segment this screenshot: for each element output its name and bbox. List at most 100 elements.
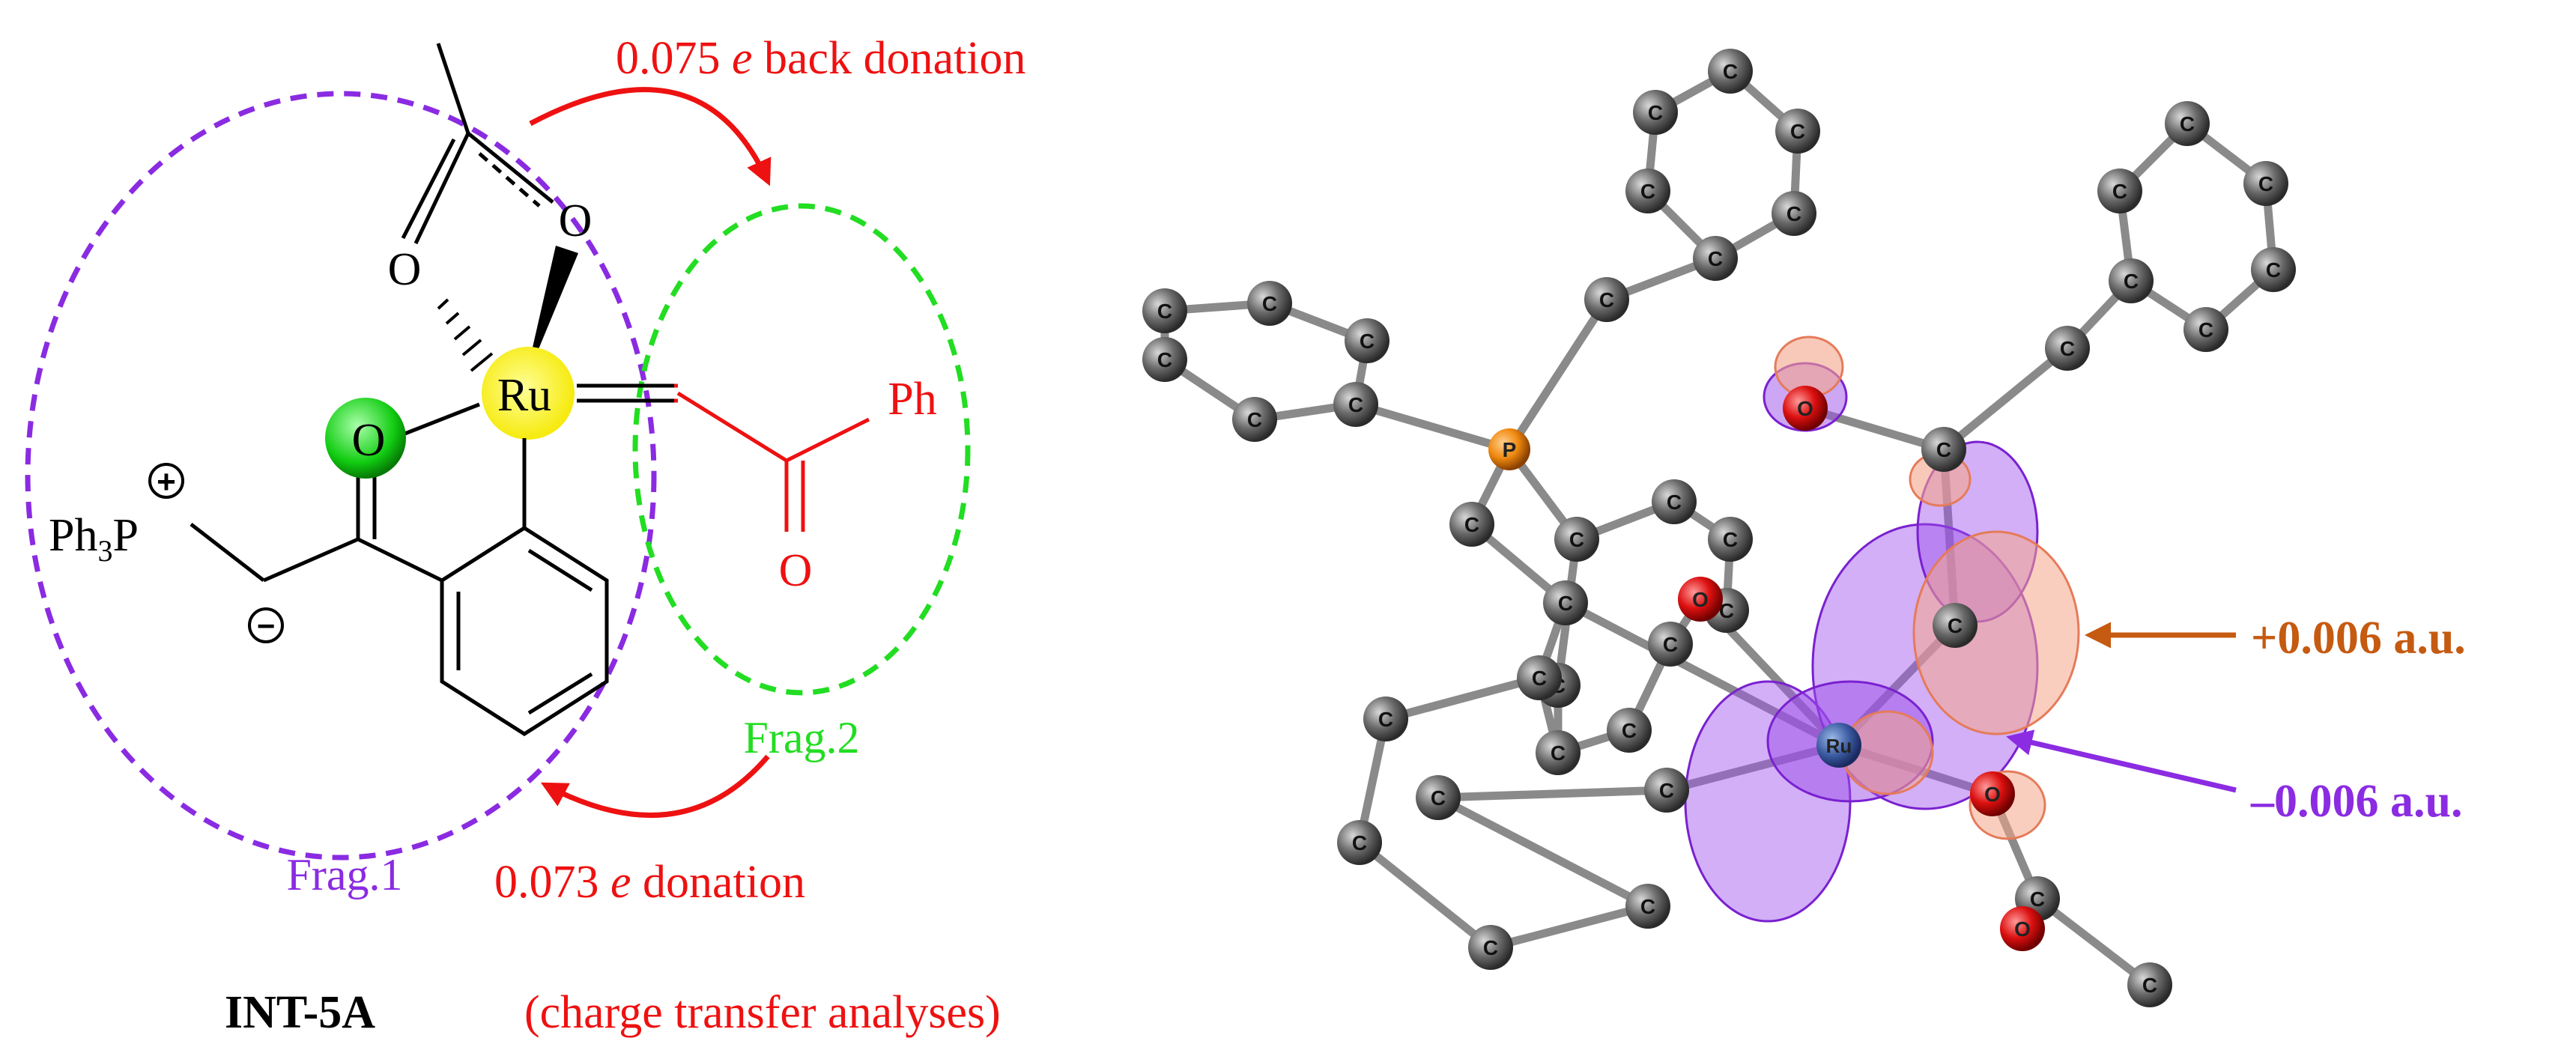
atom-label: C — [1936, 438, 1951, 461]
atom-label: C — [2112, 180, 2127, 203]
atom-label: C — [1247, 408, 1262, 431]
atom-c — [2127, 962, 2172, 1007]
model-bond — [2033, 894, 2154, 989]
atom-label: C — [1569, 528, 1584, 551]
atom-c — [1648, 622, 1693, 667]
atom-label: C — [1483, 936, 1498, 959]
atom-label: C — [1790, 120, 1805, 143]
atom-label: C — [1157, 348, 1172, 371]
atom-label: C — [1640, 180, 1655, 203]
charge-transfer-scheme: Ru O O O Ph O Ph3P + − Frag.1 Frag.2 0.0… — [25, 33, 1026, 1038]
model-atoms: CCCCCCCCCCCCCCCCCCCCPCCOCCCCOCCCCCCRuCOC… — [1142, 49, 2296, 1007]
atom-c — [1142, 288, 1187, 333]
atom-c — [1652, 479, 1697, 524]
atom-c — [1449, 502, 1494, 547]
atom-label: C — [1723, 528, 1738, 551]
frag1-outline — [25, 91, 657, 861]
atom-label: C — [2030, 887, 2045, 911]
atom-p — [1488, 428, 1530, 470]
back-donation-label: 0.075 e back donation — [616, 33, 1026, 84]
model-bond — [1505, 295, 1611, 454]
molecular-model: CCCCCCCCCCCCCCCCCCCCPCCOCCCCOCCCCCCRuCOC… — [1142, 49, 2466, 1007]
atom-label: C — [1786, 202, 1801, 225]
atom-label: C — [1663, 633, 1678, 656]
acetate-o-right: O — [559, 195, 593, 246]
ph-label: Ph — [888, 374, 936, 425]
acetate-o-left: O — [388, 244, 422, 295]
atom-label: C — [1667, 491, 1682, 514]
atom-c — [1543, 580, 1588, 625]
negative-pointer — [2006, 729, 2237, 793]
carbene-bond — [577, 383, 678, 403]
donation-arrow — [540, 754, 770, 819]
frag2-outline — [632, 203, 971, 696]
atom-label: C — [1532, 667, 1547, 690]
atom-o — [1783, 386, 1828, 431]
model-bond — [1381, 673, 1544, 723]
atom-label: C — [1622, 719, 1637, 742]
atom-label: C — [2180, 112, 2195, 136]
atom-label: C — [1464, 513, 1479, 536]
atom-c — [2243, 161, 2288, 206]
model-bond — [1434, 786, 1671, 802]
atom-label: C — [1558, 592, 1573, 615]
atom-label: C — [2258, 172, 2273, 195]
atom-label: C — [1640, 895, 1655, 918]
atom-label: C — [1352, 831, 1367, 855]
atom-label: C — [1431, 786, 1446, 810]
atom-c — [1232, 397, 1277, 442]
isosurfaces — [1684, 336, 2080, 923]
atom-label: C — [1659, 779, 1674, 802]
atom-label: C — [1708, 247, 1723, 270]
donation-label: 0.073 e donation — [494, 857, 805, 908]
atom-c — [1921, 427, 1966, 472]
atom-label: O — [1797, 397, 1813, 420]
positive-isovalue-label: +0.006 a.u. — [2251, 613, 2466, 664]
atom-c — [1607, 708, 1652, 753]
atom-c — [1363, 697, 1408, 741]
carbonyl-o-left: O — [352, 415, 386, 466]
atom-label: C — [1723, 60, 1738, 83]
atom-label: C — [2266, 258, 2281, 282]
atom-c — [1416, 775, 1461, 820]
model-bond — [1355, 838, 1495, 952]
atom-o — [1678, 577, 1723, 622]
ru-label: Ru — [497, 370, 551, 421]
atom-c — [1517, 655, 1562, 700]
atom-c — [1625, 169, 1670, 213]
model-bond — [1486, 902, 1652, 952]
analysis-label: (charge transfer analyses) — [524, 987, 1001, 1038]
atom-c — [2045, 326, 2090, 371]
model-bond — [1434, 793, 1652, 911]
carbonyl-o-right: O — [779, 545, 813, 596]
acetate-ligand — [401, 43, 554, 245]
atom-c — [1142, 337, 1187, 382]
atom-c — [1584, 277, 1629, 322]
atom-label: C — [1157, 300, 1172, 323]
back-donation-arrow — [529, 87, 772, 186]
atom-o — [1970, 771, 2015, 816]
atom-c — [1693, 236, 1738, 281]
atom-c — [1708, 517, 1753, 562]
atom-label: P — [1503, 438, 1517, 461]
plus-charge — [148, 463, 184, 499]
atom-c — [1333, 382, 1378, 427]
benzoyl-carbene — [676, 391, 870, 532]
atom-c — [2165, 101, 2210, 146]
hashed-bond — [437, 298, 494, 372]
atom-label: C — [1348, 393, 1363, 416]
atom-c — [1625, 884, 1670, 929]
atom-label: O — [1692, 588, 1709, 611]
atom-c — [1708, 49, 1753, 94]
atom-c — [1633, 90, 1678, 135]
atom-c — [2109, 258, 2154, 303]
frag2-label: Frag.2 — [744, 713, 860, 762]
atom-o — [2000, 906, 2045, 951]
atom-label: C — [1948, 614, 1963, 637]
atom-c — [1468, 925, 1513, 970]
atom-ru — [1816, 723, 1861, 768]
atom-c — [1337, 820, 1382, 865]
atom-c — [2097, 169, 2142, 213]
atom-label: C — [2124, 270, 2139, 293]
